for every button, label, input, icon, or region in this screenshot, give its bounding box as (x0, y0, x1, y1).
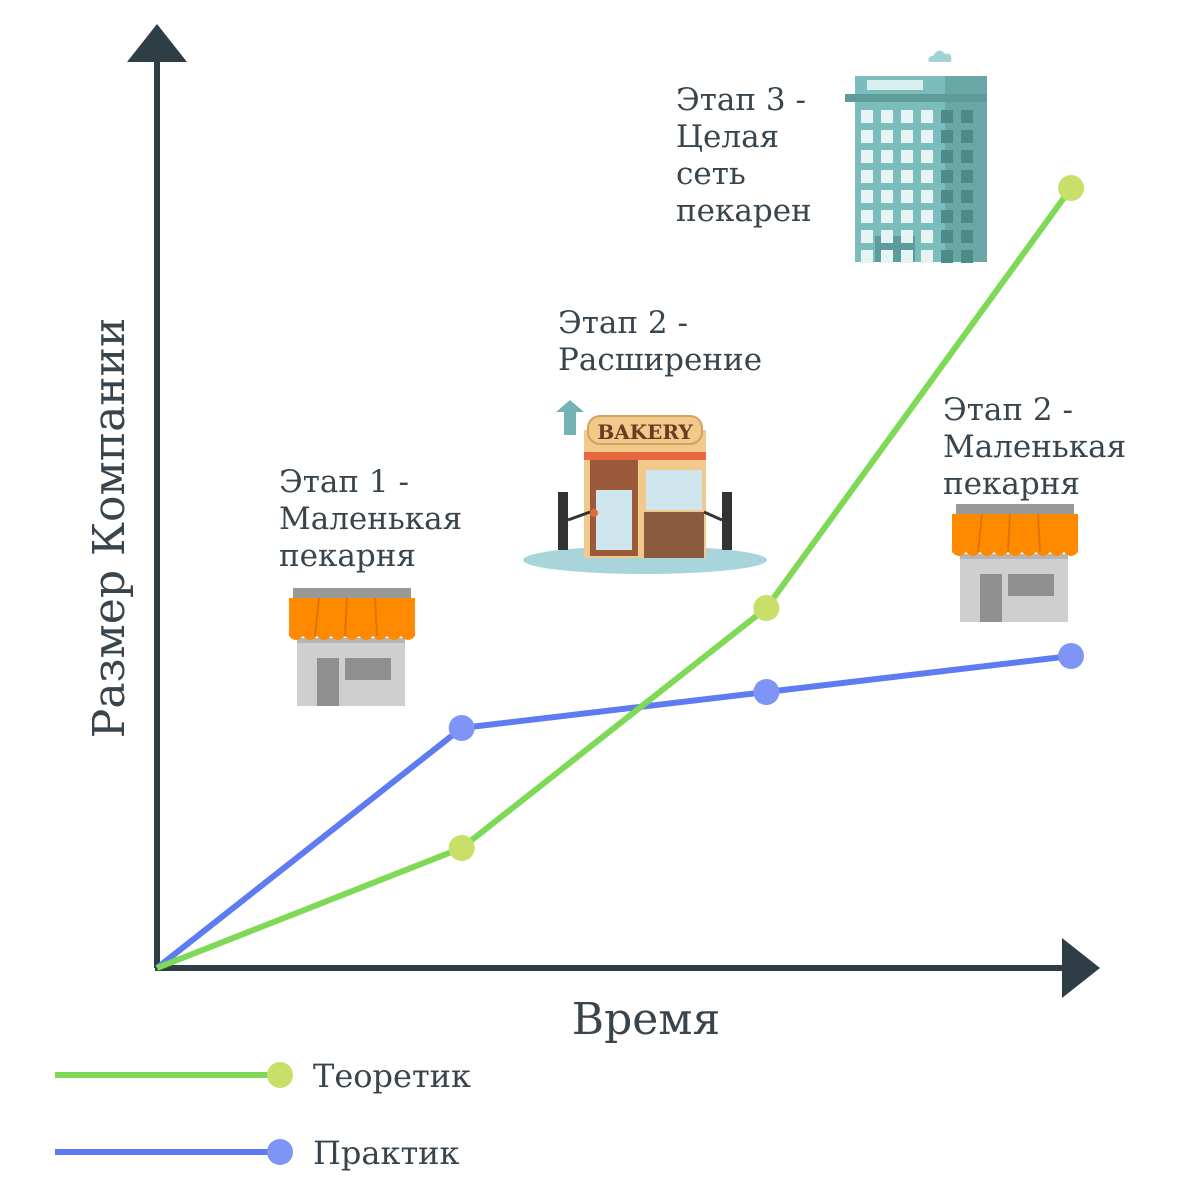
building-window (941, 170, 953, 183)
annotation-stage3-line: Целая (676, 119, 779, 155)
building-window (921, 210, 933, 223)
annotation-stage3-line: Этап 3 - (676, 82, 806, 118)
building-window (941, 110, 953, 123)
legend-item-practitioner: Практик (55, 1134, 460, 1172)
building-window (901, 150, 913, 163)
building-window (901, 230, 913, 243)
building-window (961, 190, 973, 203)
legend-marker-practitioner (267, 1139, 293, 1165)
bakery-icon: BAKERY (523, 400, 767, 574)
building-window (861, 210, 873, 223)
annotation-stage2: Этап 2 - Расширение (558, 305, 762, 378)
building-window (881, 110, 893, 123)
building-window (901, 190, 913, 203)
building-window (881, 210, 893, 223)
building-window (921, 230, 933, 243)
data-point-practitioner (753, 679, 780, 705)
building-window (881, 130, 893, 143)
annotation-stage1-line: пекарня (279, 538, 416, 574)
annotation-stage3-line: сеть (676, 156, 746, 192)
annotation-stage2b-line: Маленькая (943, 429, 1126, 465)
building-window (941, 190, 953, 203)
building-window (921, 250, 933, 263)
annotation-stage1: Этап 1 - Маленькая пекарня (279, 464, 472, 574)
building-window (881, 190, 893, 203)
data-point-theorist (1058, 175, 1085, 201)
building-window (861, 250, 873, 263)
stage-annotations: Этап 1 - Маленькая пекарня Этап 2 - Расш… (279, 82, 1136, 574)
building-window (921, 190, 933, 203)
building-window (941, 130, 953, 143)
legend-marker-theorist (267, 1062, 293, 1088)
building-window (921, 130, 933, 143)
data-point-practitioner (1058, 643, 1085, 669)
annotation-stage2b-line: Этап 2 - (943, 392, 1073, 428)
legend-label-practitioner: Практик (313, 1134, 460, 1172)
x-axis-arrow-icon (1062, 938, 1100, 998)
building-window (921, 110, 933, 123)
small-shop-icon (952, 504, 1078, 622)
building-window (941, 250, 953, 263)
annotation-stage1-line: Этап 1 - (279, 464, 409, 500)
building-window (861, 130, 873, 143)
building-window (961, 210, 973, 223)
building-window (921, 170, 933, 183)
building-window (861, 190, 873, 203)
building-window (901, 170, 913, 183)
building-window (941, 150, 953, 163)
building-window (881, 170, 893, 183)
data-point-practitioner (448, 715, 475, 741)
building-window (881, 150, 893, 163)
legend: Теоретик Практик (55, 1057, 471, 1172)
building-window (961, 250, 973, 263)
annotation-stage1-line: Маленькая (279, 501, 462, 537)
building-window (881, 230, 893, 243)
annotation-stage2b: Этап 2 - Маленькая пекарня (943, 392, 1136, 502)
plot-area (155, 175, 1085, 971)
bakery-sign: BAKERY (597, 420, 693, 444)
building-window (861, 230, 873, 243)
y-axis-arrow-icon (127, 24, 187, 62)
annotation-stage3: Этап 3 - Целая сеть пекарен (676, 82, 816, 229)
building-window (961, 170, 973, 183)
series-line-theorist (155, 186, 1074, 971)
building-window (861, 150, 873, 163)
annotation-stage3-line: пекарен (676, 193, 812, 229)
legend-item-theorist: Теоретик (55, 1057, 471, 1095)
building-window (861, 170, 873, 183)
y-axis-title: Размер Компании (84, 318, 135, 739)
data-point-theorist (448, 835, 475, 861)
building-window (961, 110, 973, 123)
building-window (861, 110, 873, 123)
data-point-theorist (753, 595, 780, 621)
building-window (941, 230, 953, 243)
building-window (961, 150, 973, 163)
building-window (961, 230, 973, 243)
annotation-stage2-line: Расширение (558, 342, 762, 378)
series-line-practitioner (155, 653, 1072, 971)
x-axis-title: Время (572, 994, 721, 1045)
annotation-stage2b-line: пекарня (943, 466, 1080, 502)
axes (127, 24, 1100, 998)
building-window (881, 250, 893, 263)
building-window (901, 250, 913, 263)
building-window (921, 150, 933, 163)
building-window (941, 210, 953, 223)
building-window (961, 130, 973, 143)
building-window (901, 130, 913, 143)
building-window (901, 210, 913, 223)
office-building-icon (845, 50, 987, 263)
annotation-stage2-line: Этап 2 - (558, 305, 688, 341)
building-window (901, 110, 913, 123)
small-shop-icon (289, 588, 415, 706)
legend-label-theorist: Теоретик (313, 1057, 471, 1095)
